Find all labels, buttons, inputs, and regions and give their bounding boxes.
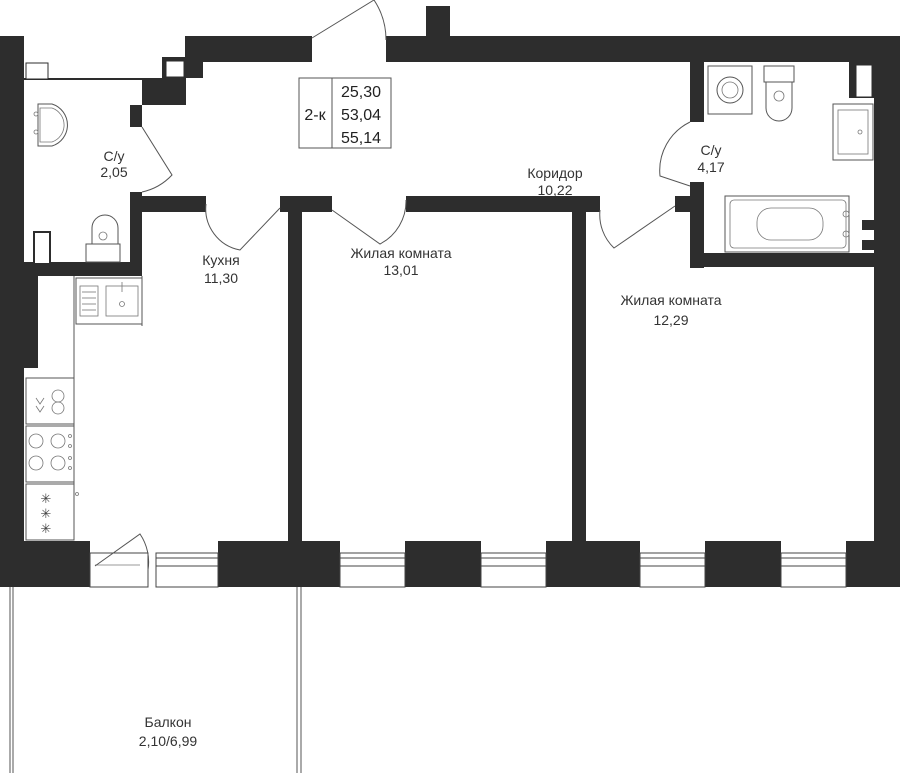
window-living2-b [780, 552, 847, 588]
window-kitchen-door [89, 552, 149, 588]
room-area-living1: 13,01 [383, 262, 418, 278]
svg-text:✳: ✳ [41, 522, 52, 537]
window-kitchen [155, 552, 219, 588]
walls [0, 6, 900, 587]
svg-text:✳: ✳ [41, 492, 52, 507]
toilet-wc-small-icon [85, 214, 121, 263]
room-area-wc-small: 2,05 [100, 164, 127, 180]
window-living1-b [480, 552, 547, 588]
kitchen-sink-icon [75, 277, 143, 325]
balcony [9, 587, 302, 773]
window-living1-a [339, 552, 406, 588]
door-balcony [94, 533, 150, 571]
room-name-wc-small: С/у [104, 148, 125, 164]
entrance-door [311, 0, 387, 41]
door-living2 [599, 205, 676, 249]
room-area-living2: 12,29 [653, 312, 688, 328]
room-name-balcony: Балкон [145, 714, 192, 730]
living-area-value: 25,30 [341, 84, 381, 101]
fridge-icon: ✳ ✳ ✳ [25, 483, 79, 541]
door-wc-small [141, 126, 173, 193]
room-name-kitchen: Кухня [202, 252, 239, 268]
sink-wc-large-icon [832, 103, 874, 161]
door-living1 [331, 199, 407, 245]
room-area-kitchen: 11,30 [204, 270, 238, 286]
toilet-wc-large-icon [763, 65, 795, 122]
room-name-living2: Жилая комната [620, 292, 721, 308]
sink-wc-small-icon [33, 103, 68, 147]
total-area-value: 53,04 [341, 107, 381, 124]
fixtures: ✳ ✳ ✳ [25, 65, 874, 541]
doors [94, 0, 691, 571]
svg-text:✳: ✳ [41, 507, 52, 522]
room-name-wc-large: С/у [701, 142, 722, 158]
windows [89, 552, 847, 588]
apartment-type: 2-к [304, 107, 326, 124]
room-area-wc-large: 4,17 [697, 159, 724, 175]
window-living2-a [639, 552, 706, 588]
door-wc-large [659, 121, 691, 187]
total-with-balcony-value: 55,14 [341, 130, 381, 147]
washing-machine-icon [707, 65, 753, 115]
room-name-living1: Жилая комната [350, 245, 451, 261]
room-area-corridor: 10,22 [537, 182, 572, 198]
shafts [25, 60, 873, 265]
room-area-balcony: 2,10/6,99 [139, 733, 198, 749]
bathtub-icon [724, 195, 850, 253]
boiler-icon [25, 377, 75, 425]
cooktop-icon [25, 425, 75, 483]
room-name-corridor: Коридор [527, 165, 583, 181]
door-kitchen [205, 203, 281, 251]
apartment-summary: 2-к 25,30 53,04 55,14 [298, 77, 392, 149]
room-labels: С/у 2,05 С/у 4,17 Коридор 10,22 Кухня 11… [100, 142, 724, 749]
